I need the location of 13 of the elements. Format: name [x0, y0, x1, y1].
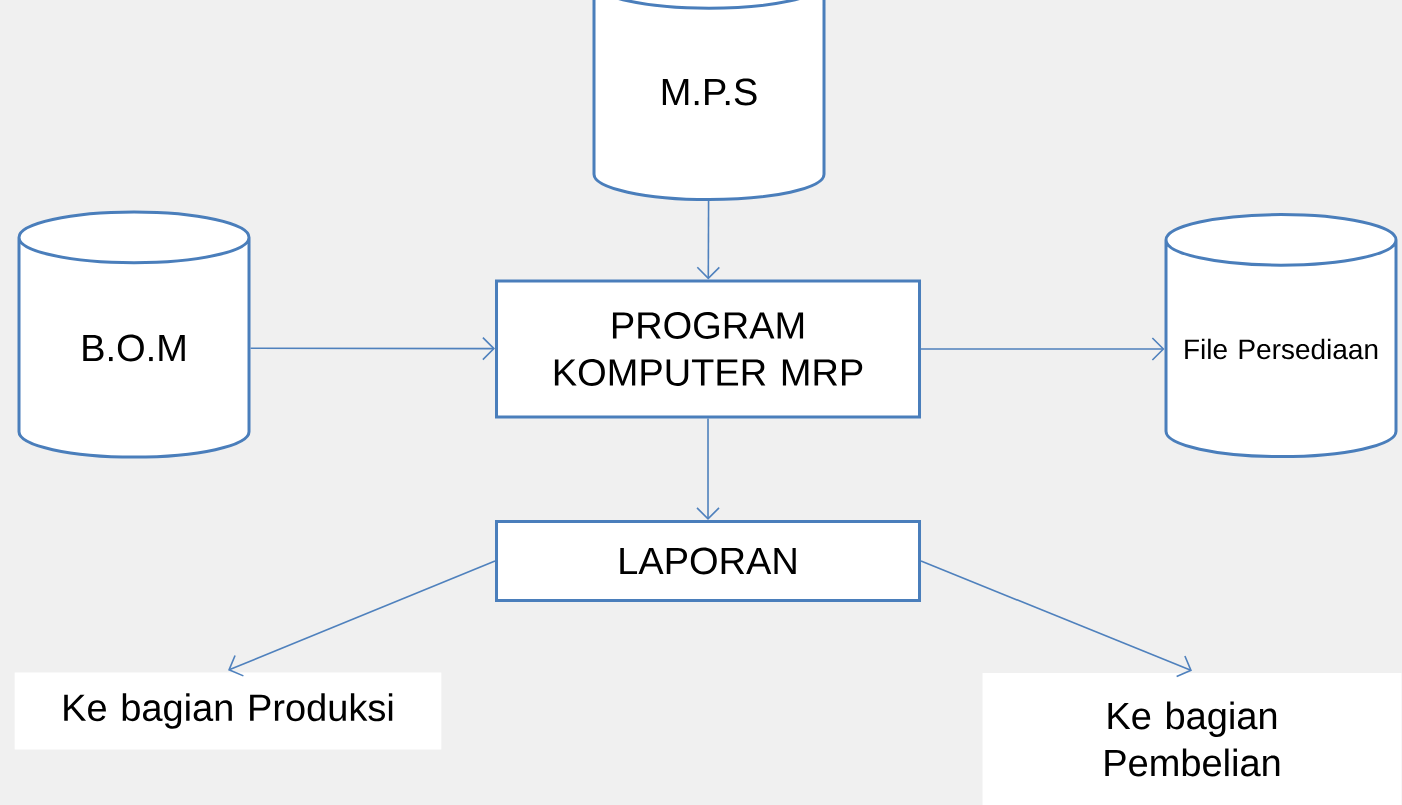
arrow — [249, 336, 495, 361]
destination-label: Ke bagian Pembelian — [982, 673, 1402, 805]
database-cylinder: File Persediaan — [1164, 213, 1398, 459]
process-box: LAPORAN — [495, 520, 921, 602]
arrow — [228, 560, 496, 677]
arrow — [920, 337, 1165, 361]
destination-label: Ke bagian Produksi — [14, 672, 442, 750]
arrow — [920, 560, 1192, 678]
arrow — [696, 417, 720, 520]
database-cylinder: M.P.S — [592, 0, 826, 202]
process-box: PROGRAM KOMPUTER MRP — [495, 279, 921, 419]
database-cylinder: B.O.M — [17, 210, 251, 459]
arrow — [696, 200, 721, 280]
